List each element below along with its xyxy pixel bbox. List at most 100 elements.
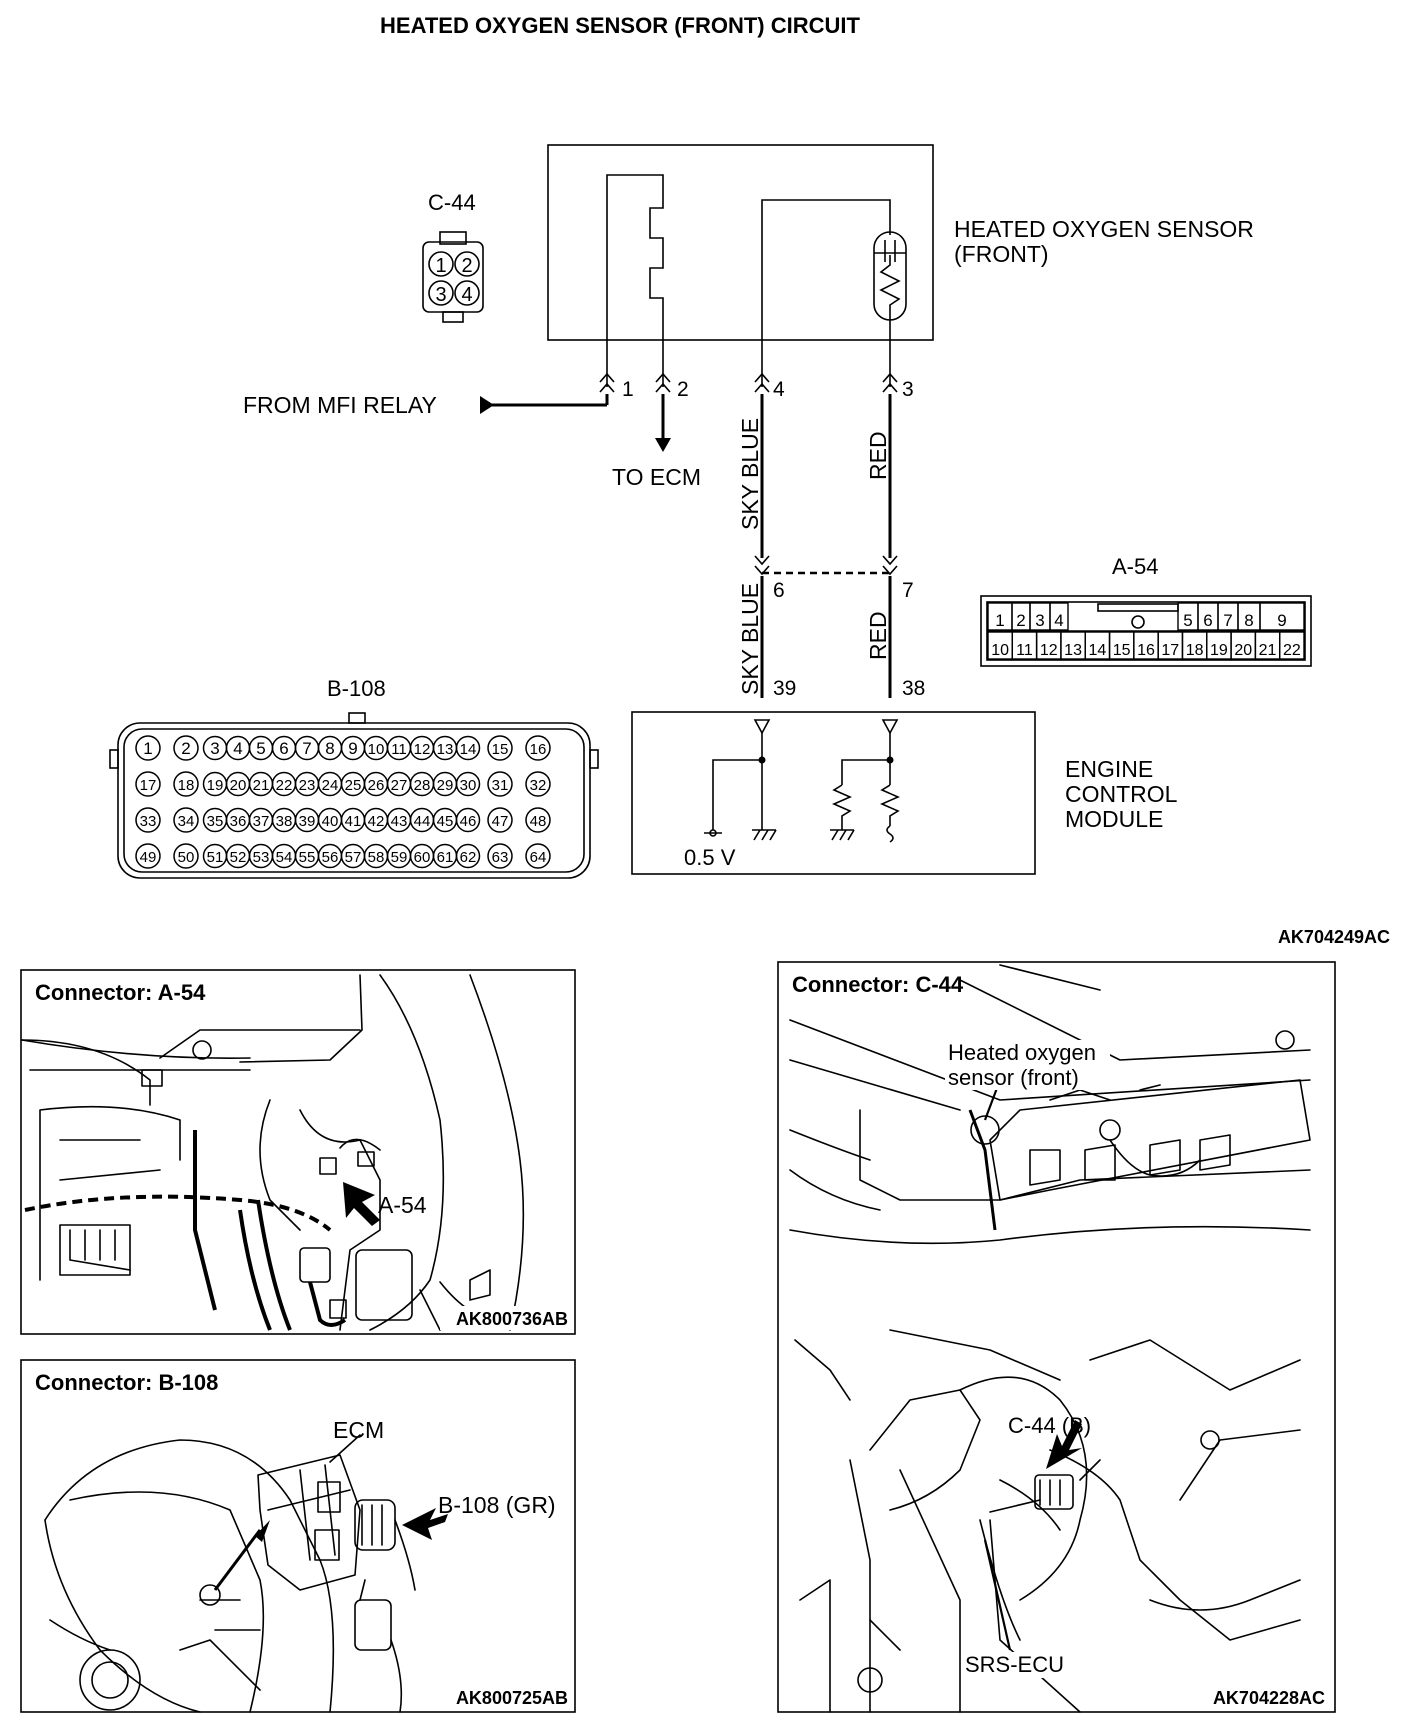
panel-c44: [777, 961, 1336, 1713]
b108-pin-label: 12: [414, 741, 431, 758]
sensor-label-line1: HEATED OXYGEN SENSOR: [954, 216, 1254, 242]
b108-pin: [487, 771, 513, 797]
b108-pin-label: 15: [492, 741, 509, 758]
a54-pin-label: 2: [1016, 611, 1025, 630]
b108-connector-face: [109, 712, 599, 879]
pin-6-label: 6: [773, 579, 785, 602]
b108-pin: [135, 735, 161, 761]
b108-pin-label: 31: [492, 777, 509, 794]
sky-blue-label-upper: SKY BLUE: [737, 418, 763, 530]
b108-pin-label: 34: [178, 813, 195, 830]
b108-pin-label: 53: [253, 849, 270, 866]
b108-pin-label: 40: [322, 813, 339, 830]
b108-pin: [455, 807, 481, 833]
b108-pin-label: 60: [414, 849, 431, 866]
b108-pin-label: 25: [345, 777, 362, 794]
b108-pin-label: 58: [368, 849, 385, 866]
b108-pin-label: 42: [368, 813, 385, 830]
pin-4-label: 4: [773, 378, 785, 401]
panel-a54-callout: A-54: [378, 1192, 427, 1218]
b108-pin-label: 47: [492, 813, 509, 830]
b108-pin-label: 18: [178, 777, 195, 794]
b108-pin-label: 26: [368, 777, 385, 794]
pin-3-label: 3: [902, 378, 914, 401]
c44-pin: 4: [461, 284, 472, 306]
b108-pin-label: 36: [230, 813, 247, 830]
a54-pin-label: 10: [991, 642, 1009, 659]
panel-c44-callout: C-44 (B): [1008, 1413, 1091, 1438]
pin-2-label: 2: [677, 378, 689, 401]
oxygen-sensor-block: [547, 144, 934, 387]
a54-pin-label: 22: [1283, 642, 1301, 659]
a54-pin-label: 17: [1161, 642, 1179, 659]
b108-pin-label: 45: [437, 813, 454, 830]
b108-pin-label: 17: [140, 777, 157, 794]
b108-pin-label: 5: [256, 739, 265, 758]
b108-pin-label: 24: [322, 777, 339, 794]
a54-pin-label: 12: [1040, 642, 1058, 659]
b108-pin-label: 16: [530, 741, 547, 758]
b108-pin-label: 49: [140, 849, 157, 866]
relay-arrow-icon: [480, 396, 494, 414]
b108-pin-label: 6: [279, 739, 288, 758]
b108-pin: [487, 843, 513, 869]
pin-39-label: 39: [773, 677, 796, 700]
panel-b108-title: Connector: B-108: [35, 1370, 218, 1395]
b108-pin-label: 63: [492, 849, 509, 866]
b108-pin-label: 51: [207, 849, 224, 866]
b108-pin-label: 21: [253, 777, 270, 794]
b108-pin-label: 22: [276, 777, 293, 794]
ecm-voltage-label: 0.5 V: [684, 845, 736, 870]
b108-pin-label: 57: [345, 849, 362, 866]
b108-pin-label: 23: [299, 777, 316, 794]
connector-7-mark: [882, 555, 898, 576]
b108-pin-label: 33: [140, 813, 157, 830]
from-relay-label: FROM MFI RELAY: [243, 392, 437, 418]
panel-a54: [20, 969, 576, 1335]
b108-pin-label: 8: [325, 739, 334, 758]
panel-b108-callout: B-108 (GR): [438, 1492, 556, 1518]
diagram-title: HEATED OXYGEN SENSOR (FRONT) CIRCUIT: [380, 13, 861, 38]
b108-pin-label: 38: [276, 813, 293, 830]
a54-pin-label: 4: [1054, 611, 1063, 630]
ecm-label-line2: CONTROL: [1065, 781, 1178, 807]
a54-pin-label: 19: [1210, 642, 1228, 659]
panel-b108: [20, 1359, 576, 1713]
b108-pin-label: 1: [143, 739, 152, 758]
b108-pin-label: 55: [299, 849, 316, 866]
pin-7-label: 7: [902, 579, 914, 602]
b108-pin-label: 32: [530, 777, 547, 794]
a54-pin-label: 16: [1137, 642, 1155, 659]
c44-pin: 3: [435, 284, 446, 306]
a54-pin-label: 14: [1088, 642, 1106, 659]
c44-pin: 2: [461, 255, 472, 277]
b108-pin-label: 11: [391, 741, 407, 758]
a54-callout-arrow-icon: [343, 1182, 380, 1226]
ecm-block: [631, 711, 1036, 875]
a54-pin-cell: [1259, 602, 1305, 631]
b108-pin: [525, 807, 551, 833]
b108-pin-label: 7: [302, 739, 311, 758]
b108-pin: [135, 771, 161, 797]
panel-c44-title: Connector: C-44: [792, 972, 964, 997]
b108-label: B-108: [327, 676, 386, 701]
b108-pin-label: 2: [181, 739, 190, 758]
b108-pin-label: 56: [322, 849, 339, 866]
c44-label: C-44: [428, 190, 476, 215]
b108-pin-label: 9: [348, 739, 357, 758]
b108-pin-label: 43: [391, 813, 408, 830]
b108-pin-label: 10: [368, 741, 385, 758]
panel-a54-code: AK800736AB: [456, 1309, 568, 1329]
b108-pin: [455, 771, 481, 797]
b108-pin: [173, 735, 199, 761]
b108-pin-label: 52: [230, 849, 247, 866]
b108-pin: [173, 843, 199, 869]
c44-pin: 1: [435, 255, 446, 277]
red-label-upper: RED: [865, 431, 891, 480]
sensor-connector-marks: [599, 372, 898, 393]
b108-pin: [487, 807, 513, 833]
b108-pin: [525, 843, 551, 869]
b108-pin-label: 62: [460, 849, 477, 866]
red-label-lower: RED: [865, 611, 891, 660]
